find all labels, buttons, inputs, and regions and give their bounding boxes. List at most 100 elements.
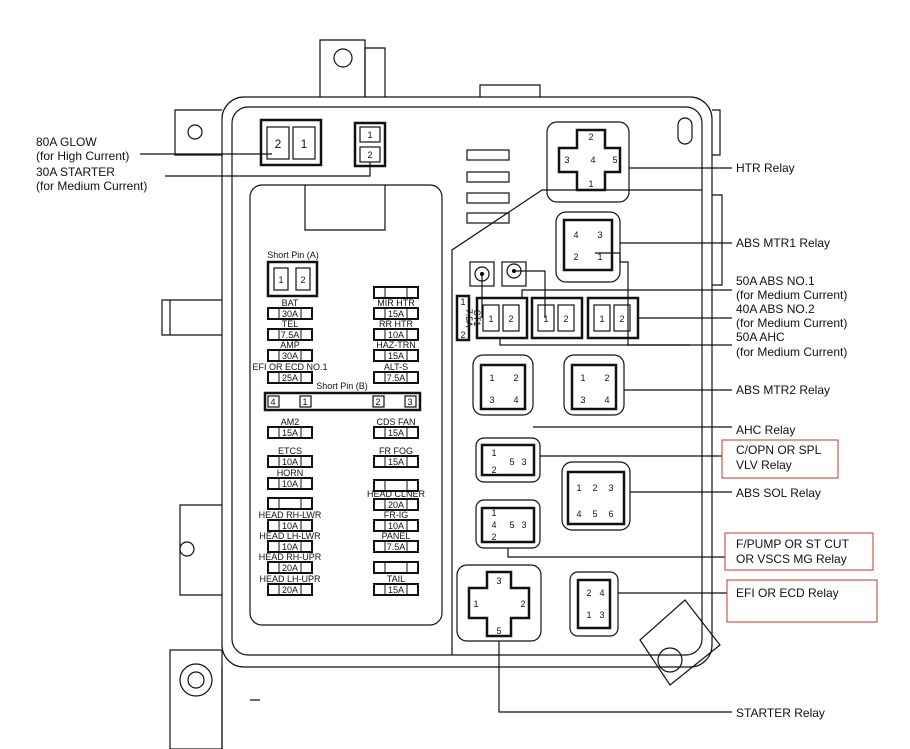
svg-text:30A STARTER: 30A STARTER — [36, 165, 115, 179]
fuse-rating: 30A — [282, 309, 298, 319]
svg-text:2: 2 — [275, 137, 282, 151]
fuse-label: HEAD RH-UPR — [259, 552, 322, 562]
fuse — [267, 497, 313, 510]
svg-text:1: 1 — [473, 599, 478, 609]
svg-text:1: 1 — [489, 373, 494, 383]
svg-text:2: 2 — [367, 150, 372, 160]
svg-text:5: 5 — [592, 509, 597, 519]
right-callouts: HTR Relay ABS MTR1 Relay 50A ABS NO.1(fo… — [498, 161, 878, 720]
fuse-label: HEAD CLNER — [367, 489, 426, 499]
fuse-rating: 10A — [282, 457, 298, 467]
callout-30a-starter: 30A STARTER (for Medium Current) — [36, 162, 371, 193]
svg-text:HTR Relay: HTR Relay — [736, 161, 795, 175]
svg-text:4: 4 — [590, 155, 595, 165]
fuse-rating: 15A — [282, 428, 298, 438]
svg-text:3: 3 — [489, 395, 494, 405]
fuse-rating: 10A — [388, 521, 404, 531]
svg-text:4: 4 — [491, 520, 496, 530]
fuse-rating: 30A — [282, 351, 298, 361]
fuse-label: HEAD LH-UPR — [259, 574, 321, 584]
fuse-80a-glow: 2 1 — [259, 118, 323, 167]
fuse-label: RR HTR — [379, 319, 413, 329]
svg-text:VLV Relay: VLV Relay — [736, 458, 792, 472]
svg-text:3: 3 — [521, 520, 526, 530]
fuse-rating: 20A — [388, 500, 404, 510]
svg-text:C/OPN OR SPL: C/OPN OR SPL — [736, 443, 822, 457]
svg-text:4: 4 — [604, 395, 609, 405]
fuse-30a-starter: 1 2 — [353, 121, 387, 168]
svg-text:5: 5 — [509, 520, 514, 530]
svg-text:2: 2 — [300, 275, 305, 285]
svg-text:1: 1 — [278, 275, 283, 285]
fuse-label: AM2 — [281, 417, 300, 427]
fuse-rating: 15A — [388, 585, 404, 595]
svg-text:2: 2 — [375, 397, 380, 407]
svg-text:50A AHC: 50A AHC — [736, 330, 785, 344]
svg-text:5: 5 — [496, 626, 501, 636]
svg-text:1: 1 — [597, 252, 602, 262]
svg-text:2: 2 — [491, 532, 496, 542]
fuse-rating: 20A — [282, 585, 298, 595]
svg-text:ABS MTR1 Relay: ABS MTR1 Relay — [736, 236, 830, 250]
fuse-label: ETCS — [278, 446, 302, 456]
svg-text:4: 4 — [599, 588, 604, 598]
svg-text:3: 3 — [580, 395, 585, 405]
svg-text:(for Medium Current): (for Medium Current) — [36, 179, 147, 193]
fuse-rating: 15A — [388, 309, 404, 319]
htr-relay: 2 3 4 5 1 — [546, 121, 630, 203]
fuse-label: TAIL — [387, 574, 405, 584]
svg-text:EFI OR ECD Relay: EFI OR ECD Relay — [736, 586, 839, 600]
fuse-rating: 7.5A — [387, 542, 406, 552]
svg-text:1: 1 — [460, 297, 465, 307]
svg-text:1: 1 — [367, 130, 372, 140]
svg-text:3: 3 — [597, 230, 602, 240]
fuse-rating: 7.5A — [387, 373, 406, 383]
svg-text:3: 3 — [599, 610, 604, 620]
fuse — [373, 561, 419, 574]
svg-text:4: 4 — [270, 397, 275, 407]
svg-text:ABS SOL Relay: ABS SOL Relay — [736, 486, 821, 500]
svg-text:3: 3 — [608, 483, 613, 493]
highlight-efi — [726, 579, 878, 623]
fuse-rating: 10A — [282, 479, 298, 489]
fuse-rating: 15A — [388, 428, 404, 438]
fuse-rating: 20A — [282, 563, 298, 573]
svg-text:4: 4 — [573, 230, 578, 240]
svg-text:(for Medium Current): (for Medium Current) — [736, 345, 847, 359]
fuse-rating: 10A — [388, 330, 404, 340]
fuse-rating: 10A — [282, 542, 298, 552]
svg-text:2: 2 — [513, 373, 518, 383]
svg-text:5: 5 — [612, 155, 617, 165]
fuse — [373, 479, 419, 492]
svg-text:7.5A: 7.5A — [464, 309, 474, 328]
svg-text:AHC Relay: AHC Relay — [736, 423, 795, 437]
fuse: ALT-S7.5A — [373, 362, 419, 384]
svg-text:2: 2 — [563, 314, 568, 324]
svg-text:2: 2 — [586, 588, 591, 598]
svg-text:40A ABS NO.2: 40A ABS NO.2 — [736, 302, 815, 316]
fuse-rating: 15A — [388, 351, 404, 361]
fuse-label: HORN — [277, 468, 304, 478]
svg-text:OR VSCS MG Relay: OR VSCS MG Relay — [736, 552, 847, 566]
fuse-label: BAT — [282, 298, 299, 308]
svg-text:2: 2 — [619, 314, 624, 324]
svg-text:2: 2 — [491, 465, 496, 475]
